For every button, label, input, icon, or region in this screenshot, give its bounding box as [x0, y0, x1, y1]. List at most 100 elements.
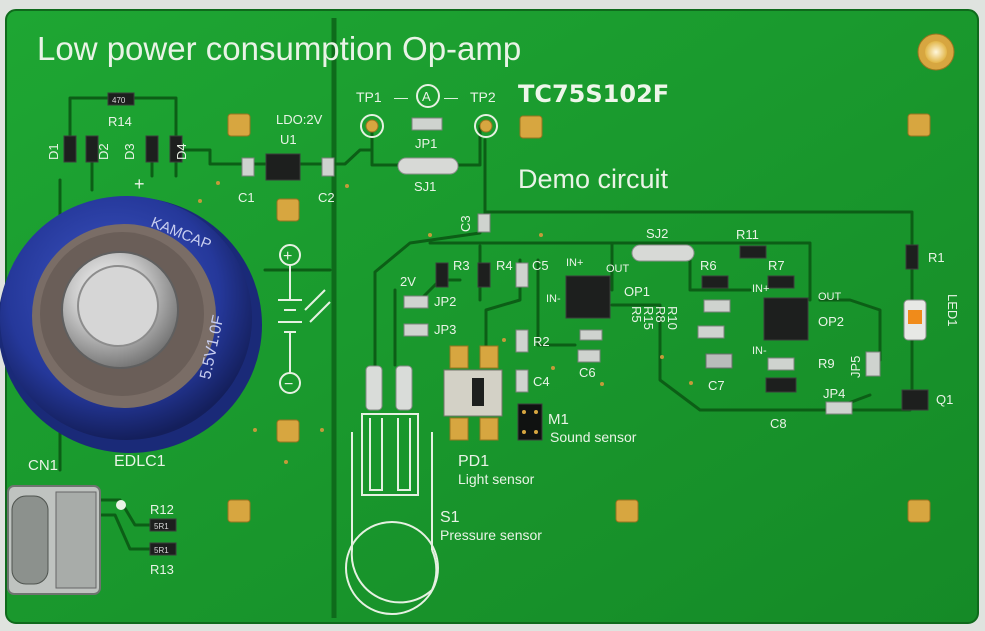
op2-out: OUT	[818, 291, 842, 303]
d4-label: D4	[174, 143, 189, 160]
r7-label: R7	[768, 258, 785, 273]
battery-minus-symbol: −	[284, 376, 293, 393]
c2-cap	[321, 157, 335, 177]
r13-code: 5R1	[154, 546, 169, 555]
r3-label: R3	[453, 258, 470, 273]
r6-label: R6	[700, 258, 717, 273]
board-title: Low power consumption Op-amp	[37, 30, 521, 67]
tp1-ring	[360, 114, 384, 138]
c1-label: C1	[238, 190, 255, 205]
m1-label: M1	[548, 411, 569, 428]
r10-label: R10	[665, 306, 680, 330]
vias	[198, 181, 693, 464]
mounting-hole-center	[925, 41, 947, 63]
r6-resistor	[701, 275, 729, 289]
battery-plus-symbol: +	[283, 248, 292, 265]
jp2-label: JP2	[434, 294, 456, 309]
u1-label: U1	[280, 132, 297, 147]
r9-label: R9	[818, 356, 835, 371]
edlc1-label: EDLC1	[114, 453, 166, 470]
jp5-jumper[interactable]	[865, 351, 881, 377]
op2-in-plus: IN+	[752, 283, 769, 295]
r15-label: R15	[641, 306, 656, 330]
r2-label: R2	[533, 334, 550, 349]
ammeter-dash-right: —	[444, 89, 458, 105]
ldo-label: LDO:2V	[276, 112, 323, 127]
c7-cap	[705, 353, 733, 369]
light-sensor-label: Light sensor	[458, 471, 535, 487]
pressure-sensor-label: Pressure sensor	[440, 527, 542, 543]
c7-label: C7	[708, 378, 725, 393]
jp3-jumper[interactable]	[403, 323, 429, 337]
r13-label: R13	[150, 562, 174, 577]
c1-cap	[241, 157, 255, 177]
tp2-pad[interactable]	[479, 119, 493, 133]
two-volt-label: 2V	[400, 274, 416, 289]
m1-microphone	[517, 403, 543, 441]
r12-resistor	[149, 518, 177, 532]
ammeter-dash-left: —	[394, 89, 408, 105]
test-pads	[227, 113, 931, 523]
c8-label: C8	[770, 416, 787, 431]
q1-transistor	[901, 389, 929, 411]
pd1-photodiode	[443, 345, 503, 441]
part-near-op2-a	[703, 299, 731, 313]
op1-in-minus: IN-	[546, 293, 561, 305]
c3-cap	[477, 213, 491, 233]
tp2-ring	[474, 114, 498, 138]
r7-resistor	[767, 275, 795, 289]
cn1-usb-c-connector	[7, 485, 101, 595]
plus-top-label: +	[134, 174, 145, 194]
battery-symbol	[278, 244, 331, 394]
r9-part	[767, 357, 795, 371]
r12-code: 5R1	[154, 522, 169, 531]
r5-label: R5	[629, 306, 644, 323]
cn1-label: CN1	[28, 457, 58, 474]
part-near-op2-b	[697, 325, 725, 339]
led1-label: LED1	[945, 294, 960, 327]
sj2-label: SJ2	[646, 226, 668, 241]
jp2-jumper[interactable]	[403, 295, 429, 309]
jp4-label: JP4	[823, 386, 845, 401]
edlc1-supercapacitor	[0, 196, 262, 453]
jp3-label: JP3	[434, 322, 456, 337]
sj1-solder-jumper[interactable]	[397, 157, 459, 175]
jp1-jumper[interactable]	[411, 117, 443, 131]
ammeter-symbol-circle	[416, 84, 440, 108]
c6-cap	[577, 349, 601, 363]
c5-label: C5	[532, 258, 549, 273]
r2-resistor	[515, 329, 529, 353]
sound-sensor-label: Sound sensor	[550, 429, 637, 445]
r11-label: R11	[736, 227, 759, 242]
op1-in-plus: IN+	[566, 257, 583, 269]
d3-label: D3	[122, 143, 137, 160]
r4-resistor	[477, 262, 491, 288]
jp1-label: JP1	[415, 136, 437, 151]
r12-label: R12	[150, 502, 174, 517]
op1-label: OP1	[624, 284, 650, 299]
op2-in-minus: IN-	[752, 345, 767, 357]
tp1-label: TP1	[356, 89, 382, 105]
tp1-pad[interactable]	[365, 119, 379, 133]
op2-label: OP2	[818, 314, 844, 329]
part-number: TC75S102F	[518, 80, 669, 108]
r14-resistor	[107, 92, 135, 106]
s1-label: S1	[440, 509, 460, 526]
r5-area-part	[579, 329, 603, 341]
op1-chip	[565, 275, 611, 319]
d1-label: D1	[46, 143, 61, 160]
r1-label: R1	[928, 250, 945, 265]
sj1-label: SJ1	[414, 179, 436, 194]
op1-out: OUT	[606, 263, 630, 275]
c2-label: C2	[318, 190, 335, 205]
r1-resistor	[905, 244, 919, 270]
r4-label: R4	[496, 258, 513, 273]
r11-resistor	[739, 245, 767, 259]
demo-circuit-label: Demo circuit	[518, 164, 669, 194]
jp5-label: JP5	[848, 356, 863, 378]
sj2-solder-jumper[interactable]	[631, 244, 695, 262]
ammeter-symbol: A	[422, 89, 431, 104]
jp4-jumper[interactable]	[825, 401, 853, 415]
